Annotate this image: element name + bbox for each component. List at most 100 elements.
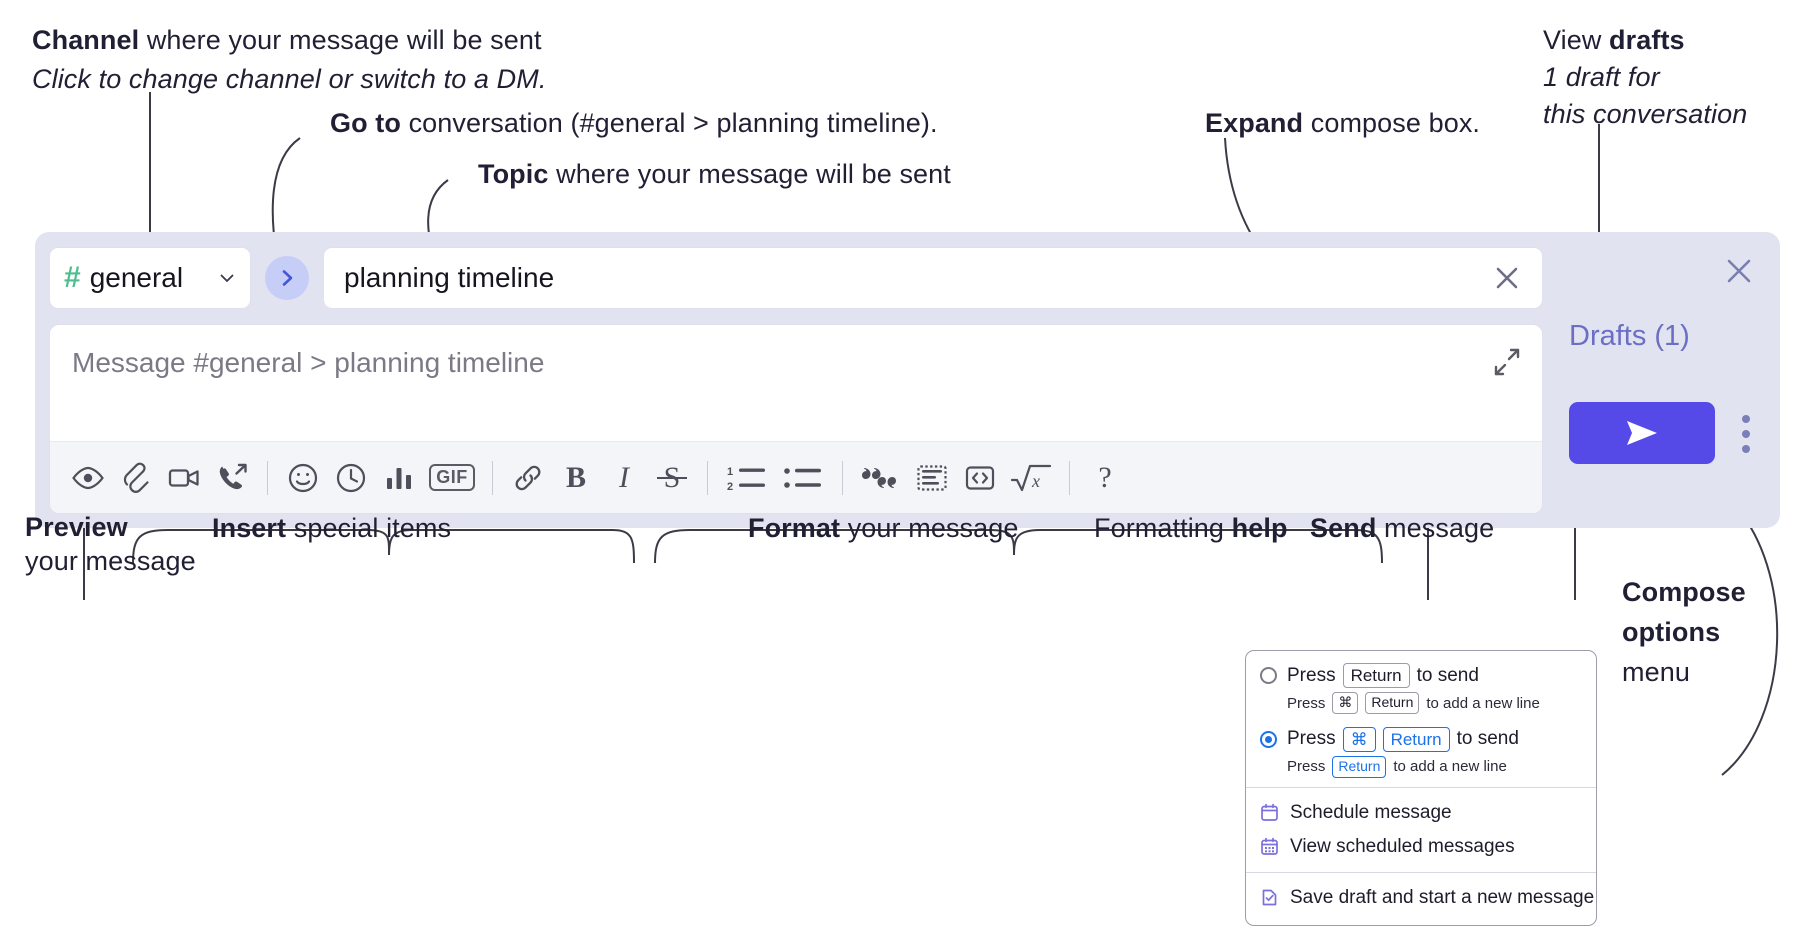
- menu-item-view-scheduled-messages[interactable]: View scheduled messages: [1246, 830, 1596, 864]
- send-icon: [1618, 413, 1666, 453]
- annotation-preview: Preview your message: [25, 510, 255, 578]
- annotation-formatting-help-plain: Formatting: [1094, 513, 1232, 543]
- close-icon[interactable]: [1722, 254, 1756, 288]
- compose-options-button[interactable]: [1735, 408, 1757, 460]
- annotation-preview-rest: your message: [25, 546, 196, 576]
- message-editor[interactable]: Message #general > planning timeline: [49, 324, 1543, 514]
- draft-section: Save draft and start a new message: [1246, 873, 1596, 925]
- schedule-section: Schedule message View scheduled messages: [1246, 788, 1596, 872]
- attach-button[interactable]: [112, 454, 160, 502]
- formatting-toolbar: GIF B I: [50, 441, 1542, 513]
- separator-4: [842, 460, 843, 495]
- channel-picker[interactable]: # general: [49, 247, 251, 309]
- expand-icon[interactable]: [1490, 345, 1524, 379]
- annotation-topic-rest: where your message will be sent: [548, 159, 951, 189]
- annotation-expand-bold: Expand: [1205, 108, 1304, 138]
- reminder-button[interactable]: [327, 454, 375, 502]
- drafts-link[interactable]: Drafts (1): [1569, 320, 1690, 352]
- menu-item-label: Schedule message: [1290, 801, 1452, 823]
- message-placeholder: Message #general > planning timeline: [72, 347, 545, 378]
- annotation-send-bold: Send: [1310, 513, 1377, 543]
- annotation-insert-bold: Insert: [212, 513, 287, 543]
- annotation-expand: Expand compose box.: [1205, 105, 1625, 142]
- italic-button[interactable]: I: [600, 454, 648, 502]
- bold-label: B: [565, 460, 586, 494]
- annotation-drafts-italic-2: this conversation: [1543, 99, 1748, 129]
- menu-divider-1: [1246, 786, 1596, 788]
- separator-1: [267, 460, 268, 495]
- preview-button[interactable]: [64, 454, 112, 502]
- annotation-format: Format your message: [748, 510, 1168, 547]
- compose-panel: # general planning timeline: [35, 232, 1780, 528]
- radio-cmd-press: Press: [1287, 728, 1336, 750]
- sub-tail-2: to add a new line: [1393, 758, 1507, 776]
- formatting-help-button[interactable]: ?: [1081, 454, 1129, 502]
- goto-conversation-button[interactable]: [265, 256, 309, 300]
- annotation-drafts-bold: drafts: [1609, 25, 1685, 55]
- link-button[interactable]: [504, 454, 552, 502]
- bulleted-list-button[interactable]: [775, 454, 831, 502]
- help-label: ?: [1098, 460, 1112, 494]
- radio-option-return[interactable]: Press Return to send: [1246, 662, 1596, 689]
- annotation-formatting-help-bold: help: [1231, 513, 1288, 543]
- menu-item-label: Save draft and start a new message: [1290, 886, 1595, 908]
- annotation-formatting-help: Formatting help: [1094, 510, 1424, 547]
- annotation-goto-rest: conversation (#general > planning timeli…: [400, 108, 938, 138]
- strikethrough-button[interactable]: S: [648, 454, 696, 502]
- annotation-goto: Go to conversation (#general > planning …: [330, 105, 1010, 142]
- audio-clip-button[interactable]: [208, 454, 256, 502]
- menu-item-label: View scheduled messages: [1290, 835, 1515, 857]
- video-clip-button[interactable]: [160, 454, 208, 502]
- blockquote-button[interactable]: [854, 454, 908, 502]
- annotation-compose-options-bold-1: Compose: [1622, 577, 1746, 607]
- gif-button[interactable]: GIF: [423, 454, 481, 502]
- ordered-list-button[interactable]: 1 2: [719, 454, 775, 502]
- topic-value: planning timeline: [344, 262, 555, 293]
- calendar-icon: [1260, 803, 1279, 822]
- compose-options-menu: Press Return to send Press ⌘ Return to a…: [1245, 650, 1597, 926]
- radio-return-subtext: Press ⌘ Return to add a new line: [1246, 688, 1596, 714]
- radio-return-press: Press: [1287, 664, 1336, 686]
- send-button[interactable]: [1569, 402, 1715, 464]
- calendar-grid-icon: [1260, 837, 1279, 856]
- document-check-icon: [1260, 888, 1279, 907]
- radio-cmd-tosend: to send: [1456, 728, 1519, 750]
- send-shortcut-options: Press Return to send Press ⌘ Return to a…: [1246, 651, 1596, 787]
- svg-text:1: 1: [727, 466, 733, 478]
- inline-code-button[interactable]: [956, 454, 1004, 502]
- chevron-right-icon: [276, 267, 298, 289]
- annotation-channel-italic: Click to change channel or switch to a D…: [32, 64, 547, 94]
- svg-text:2: 2: [727, 481, 733, 493]
- annotation-insert-rest: special items: [286, 513, 452, 543]
- annotation-channel: Channel where your message will be sent …: [32, 22, 652, 98]
- hash-icon: #: [64, 261, 81, 294]
- menu-item-save-draft[interactable]: Save draft and start a new message: [1246, 881, 1596, 915]
- channel-name-label: general: [89, 262, 184, 293]
- emoji-button[interactable]: [279, 454, 327, 502]
- annotation-format-bold: Format: [748, 513, 841, 543]
- annotation-expand-rest: compose box.: [1303, 108, 1481, 138]
- sub-press-1: Press: [1287, 694, 1326, 712]
- italic-label: I: [619, 460, 629, 494]
- radio-button-command-return[interactable]: [1260, 730, 1277, 748]
- gif-label: GIF: [429, 464, 475, 491]
- topic-input[interactable]: planning timeline: [323, 247, 1543, 309]
- menu-item-schedule-message[interactable]: Schedule message: [1246, 796, 1596, 830]
- radio-button-return[interactable]: [1260, 667, 1277, 685]
- code-block-button[interactable]: [908, 454, 956, 502]
- key-return-1: Return: [1365, 692, 1420, 714]
- compose-inner: # general planning timeline: [49, 246, 1543, 514]
- close-icon[interactable]: [1490, 261, 1524, 295]
- annotation-compose-options-rest: menu: [1622, 657, 1690, 687]
- poll-button[interactable]: [375, 454, 423, 502]
- separator-5: [1069, 460, 1070, 495]
- key-command-1: ⌘: [1332, 692, 1359, 714]
- annotation-compose-options: Compose options menu: [1622, 572, 1814, 692]
- bold-button[interactable]: B: [552, 454, 600, 502]
- radio-option-command-return[interactable]: Press ⌘ Return to send: [1246, 726, 1596, 752]
- math-button[interactable]: x: [1004, 454, 1058, 502]
- separator-2: [492, 460, 493, 495]
- annotation-format-rest: your message: [840, 513, 1019, 543]
- annotation-drafts-italic-1: 1 draft for: [1543, 62, 1660, 92]
